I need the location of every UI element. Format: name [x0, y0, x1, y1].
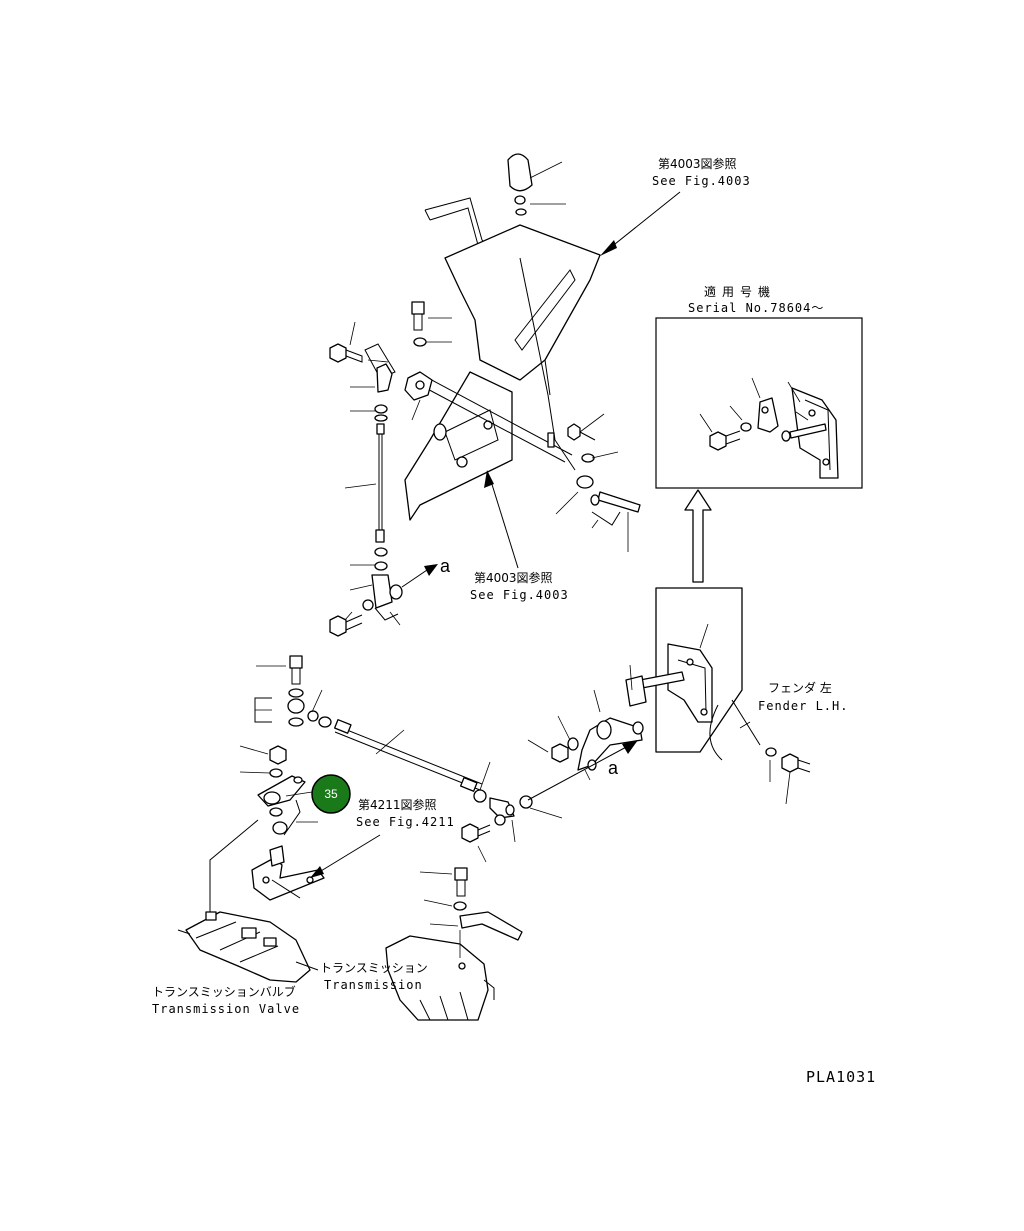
serial-jp: 適用号機: [704, 284, 776, 299]
ref-top-jp: 第4003図参照: [658, 156, 737, 171]
ref-mid-jp: 第4003図参照: [474, 570, 553, 585]
up-arrow: [684, 489, 712, 583]
ref-low-en: See Fig.4211: [356, 815, 455, 829]
transmission-valve-en: Transmission Valve: [152, 1002, 300, 1016]
serial-en: Serial No.78604～: [688, 301, 824, 315]
transmission: [385, 867, 523, 1021]
fender-en: Fender L.H.: [758, 699, 848, 713]
callout-number[interactable]: 35: [324, 787, 338, 801]
middle-linkage: [307, 689, 644, 863]
letter-a-upper: a: [440, 556, 451, 576]
fender-assembly: [625, 587, 811, 805]
drawing-code: PLA1031: [806, 1068, 876, 1086]
labels: 第4003図参照 See Fig.4003 適用号機 Serial No.786…: [152, 156, 876, 1086]
transmission-valve: [177, 911, 319, 983]
callout-circle[interactable]: [311, 774, 351, 814]
fender-jp: フェンダ 左: [768, 680, 832, 695]
ref-low-jp: 第4211図参照: [358, 797, 437, 812]
ref-mid-en: See Fig.4003: [470, 588, 569, 602]
serial-inset-box: [655, 317, 863, 489]
fig4211-bracket: [251, 834, 381, 901]
lower-left-bracket: [209, 655, 323, 912]
transmission-valve-jp: トランスミッションバルブ: [152, 984, 296, 999]
shift-lever-assembly: [329, 153, 641, 637]
transmission-jp: トランスミッション: [320, 961, 428, 975]
ref-top-en: See Fig.4003: [652, 174, 751, 188]
letter-a-lower: a: [608, 758, 619, 778]
leader-lines-upper: [344, 161, 681, 626]
transmission-en: Transmission: [324, 978, 423, 992]
callout-35[interactable]: 35: [285, 774, 351, 814]
